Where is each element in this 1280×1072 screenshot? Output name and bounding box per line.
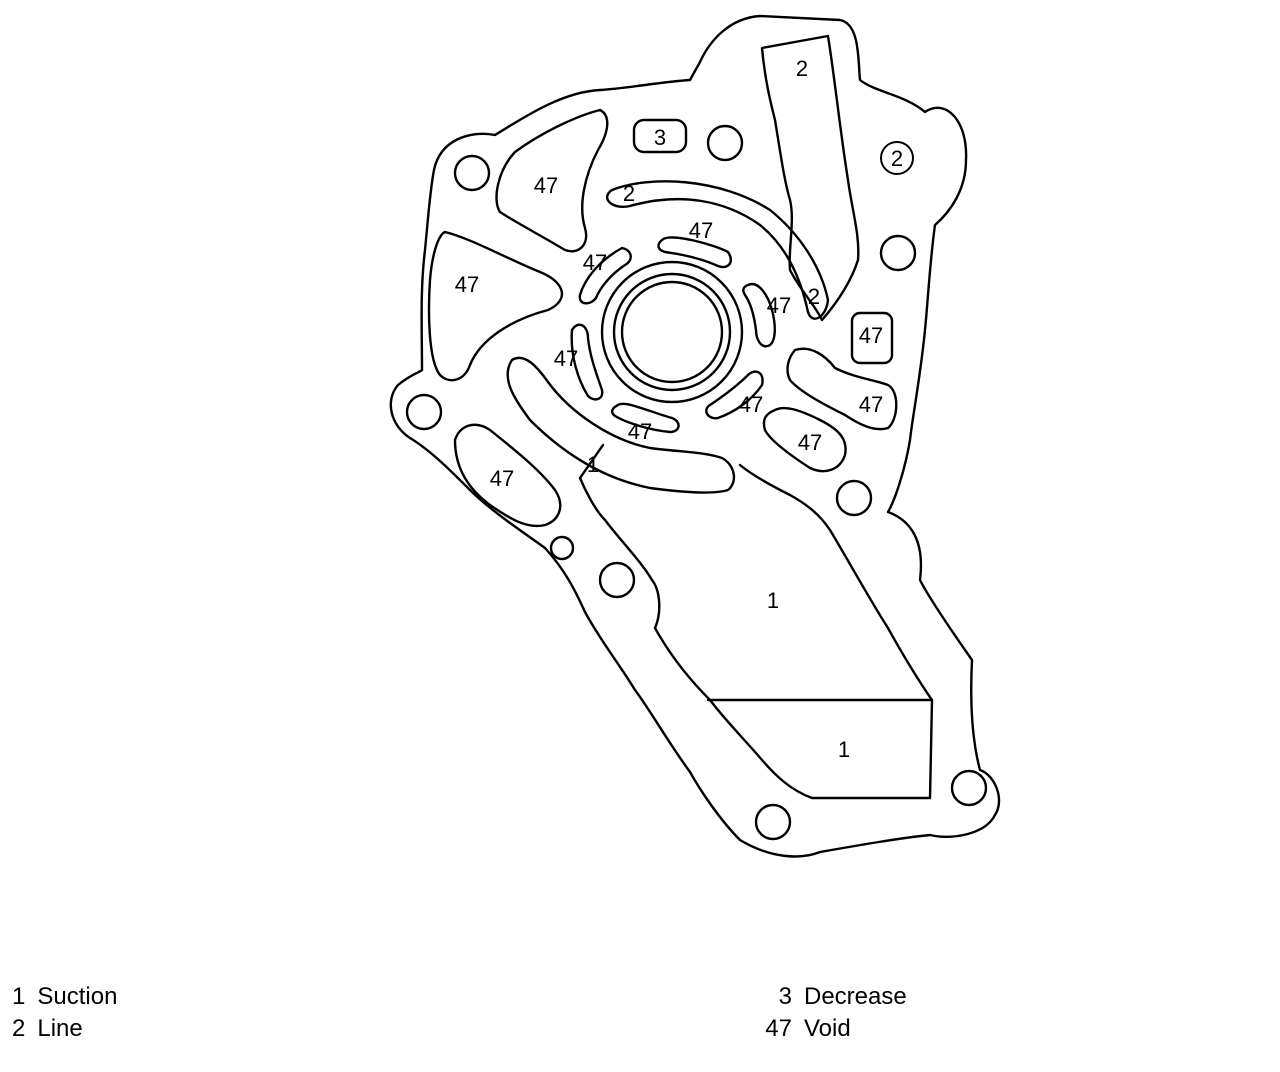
- suction-arc-channel: [506, 356, 736, 494]
- bolt-hole-left: [405, 393, 443, 431]
- inner-slot-left: [570, 323, 604, 401]
- label-upper-right-line: 2: [796, 56, 808, 81]
- label-inner-void-right: 47: [767, 293, 791, 318]
- label-lower-left-void: 47: [490, 466, 514, 491]
- label-right-box-void: 47: [859, 323, 883, 348]
- inner-slot-topleft: [578, 246, 632, 305]
- label-left-void: 47: [455, 272, 479, 297]
- label-inner-void-bottom: 47: [628, 419, 652, 444]
- legend-label: Decrease: [804, 983, 907, 1010]
- legend-label: Void: [804, 1015, 851, 1042]
- inner-slot-top: [657, 236, 732, 269]
- bolt-hole-upper-left: [453, 154, 491, 192]
- label-inner-line-right: 2: [808, 284, 820, 309]
- label-inner-line-top: 2: [623, 181, 635, 206]
- decrease-slot: [632, 118, 688, 154]
- center-bore-outer: [600, 260, 744, 404]
- void-pocket-upper-left: [495, 108, 609, 253]
- label-circled-line: 2: [891, 146, 903, 171]
- line-arc-channel: [606, 180, 830, 320]
- label-suction-lower: 1: [838, 737, 850, 762]
- bolt-hole-right: [879, 234, 917, 272]
- legend-item-decrease: 3 Decrease: [760, 983, 907, 1011]
- bolt-hole-bottom-right: [950, 769, 988, 807]
- label-inner-void-left: 47: [554, 346, 578, 371]
- void-box-right: [850, 311, 894, 365]
- bolt-hole-small: [549, 535, 575, 561]
- line-passage-upper-right: [760, 34, 860, 322]
- suction-inner-edge: [578, 443, 605, 480]
- legend-num: 3: [778, 983, 792, 1010]
- legend-item-line: 2 Line: [12, 1015, 83, 1043]
- legend-num: 47: [765, 1015, 792, 1042]
- legend-item-void: 47 Void: [760, 1015, 851, 1043]
- label-right-void-bottom: 47: [798, 430, 822, 455]
- void-pocket-right-lower: [786, 347, 898, 431]
- label-inner-void-top: 47: [689, 218, 713, 243]
- inner-slot-right: [742, 282, 776, 348]
- legend-label: Line: [37, 1015, 83, 1042]
- legend-num: 1: [12, 983, 26, 1010]
- bolt-hole-lower-right: [835, 479, 873, 517]
- label-suction-inner: 1: [587, 452, 599, 477]
- void-pocket-bottom-right: [762, 406, 847, 473]
- label-upper-left-void: 47: [534, 173, 558, 198]
- label-suction-main: 1: [767, 588, 779, 613]
- center-bore-middle: [612, 272, 732, 392]
- bolt-hole-bottom: [754, 803, 792, 841]
- void-pocket-left: [427, 230, 564, 382]
- inner-slot-lowright: [705, 370, 764, 420]
- center-bore-inner: [620, 280, 724, 384]
- legend-num: 2: [12, 1015, 26, 1042]
- legend-label: Suction: [37, 983, 118, 1010]
- label-decrease: 3: [654, 125, 666, 150]
- suction-passage-main: [578, 463, 934, 800]
- label-inner-void-lowright: 47: [739, 392, 763, 417]
- gasket-outer-outline: [389, 14, 1001, 858]
- void-pocket-lower-left: [453, 423, 562, 528]
- bolt-hole-top-center: [706, 124, 744, 162]
- circled-marker: [880, 141, 914, 175]
- bolt-hole-lower-left: [598, 561, 636, 599]
- inner-slot-bottom: [610, 402, 680, 434]
- label-right-void-lower: 47: [859, 392, 883, 417]
- legend-item-suction: 1 Suction: [12, 983, 117, 1011]
- label-inner-void-topleft: 47: [583, 250, 607, 275]
